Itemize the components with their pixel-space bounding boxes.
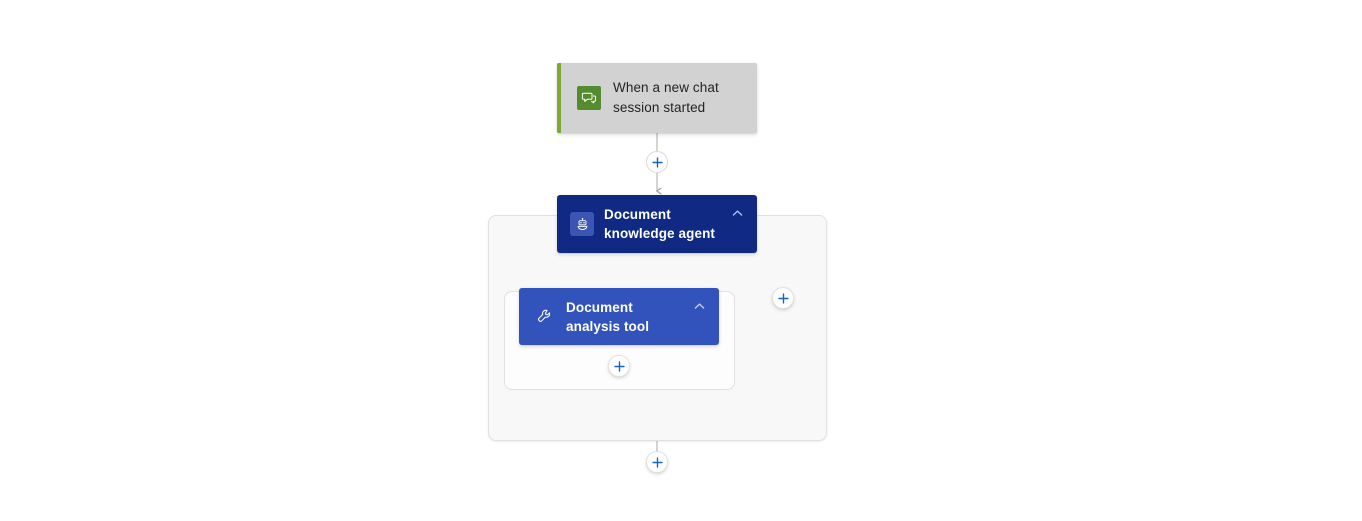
- add-agent-branch-button[interactable]: [772, 287, 794, 309]
- agent-node[interactable]: Document knowledge agent: [557, 195, 757, 253]
- plus-icon: [613, 360, 625, 372]
- tool-node[interactable]: Document analysis tool: [519, 288, 719, 345]
- trigger-label: When a new chat session started: [613, 80, 719, 115]
- chevron-up-icon[interactable]: [689, 296, 709, 316]
- wrench-icon: [533, 306, 555, 328]
- add-step-after-agent-button[interactable]: [646, 451, 668, 473]
- add-step-after-trigger-button[interactable]: [646, 151, 668, 173]
- plus-icon: [651, 156, 663, 168]
- chevron-up-icon[interactable]: [727, 203, 747, 223]
- trigger-accent-bar: [557, 63, 561, 133]
- plus-icon: [651, 456, 663, 468]
- robot-icon: [570, 212, 594, 236]
- chat-bubbles-icon: [577, 86, 601, 110]
- agent-title: Document knowledge agent: [604, 207, 716, 241]
- plus-icon: [777, 292, 789, 304]
- add-tool-step-button[interactable]: [608, 355, 630, 377]
- tool-title: Document analysis tool: [566, 299, 650, 334]
- trigger-node[interactable]: When a new chat session started: [557, 63, 757, 133]
